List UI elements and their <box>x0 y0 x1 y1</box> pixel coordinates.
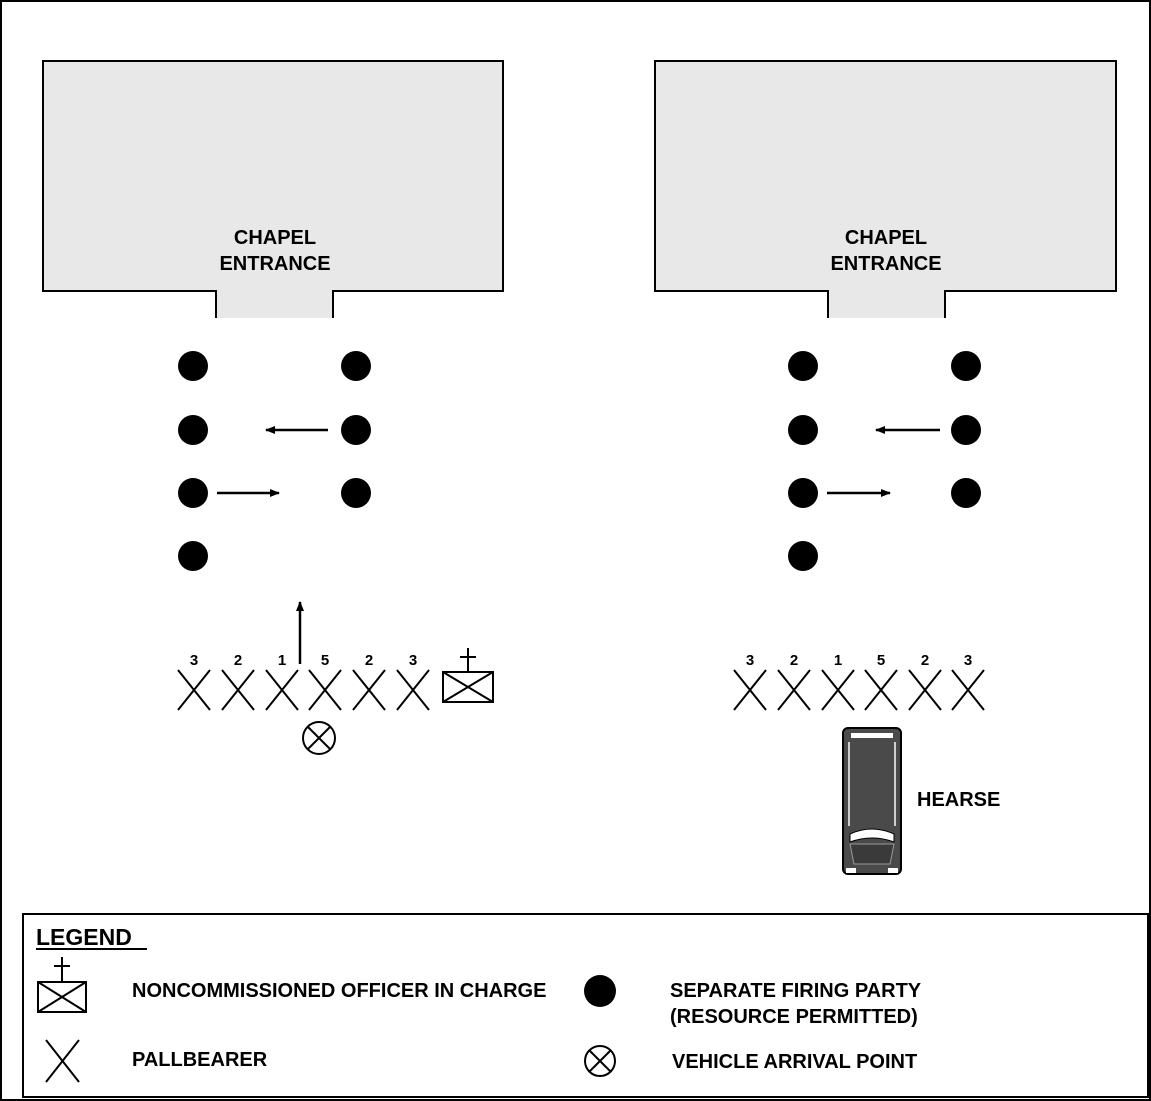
pallbearer-number: 3 <box>409 652 417 669</box>
firing-party-dot <box>951 415 981 445</box>
legend: LEGEND NONCOMMISSIONED OFFICER IN CHARGE… <box>22 913 1149 1098</box>
right-chapel-outline <box>654 60 1117 318</box>
vehicle-arrival-icon <box>584 1045 616 1077</box>
pallbearer-x-icon <box>821 669 855 711</box>
right-chapel-label-line1: CHAPEL <box>845 227 927 249</box>
noncommissioned-officer-icon <box>442 648 494 703</box>
pallbearer-number: 3 <box>190 652 198 669</box>
firing-party-dot <box>788 415 818 445</box>
pallbearer-x-icon <box>908 669 942 711</box>
pallbearer-number: 1 <box>278 652 286 669</box>
legend-label-firing-party-line1: SEPARATE FIRING PARTY <box>670 980 922 1002</box>
pallbearer-number: 3 <box>746 652 754 669</box>
legend-title: LEGEND <box>36 924 132 950</box>
left-chapel-label-line2: ENTRANCE <box>219 253 330 275</box>
left-chapel-outline <box>42 60 504 318</box>
firing-party-dot <box>788 541 818 571</box>
pallbearer-number: 3 <box>964 652 972 669</box>
hearse-icon <box>842 727 902 875</box>
pallbearer-x-icon <box>733 669 767 711</box>
right-panel: CHAPEL ENTRANCE 3 2 1 5 2 3 <box>654 60 1117 875</box>
firing-party-dot <box>178 351 208 381</box>
firing-party-dot <box>178 478 208 508</box>
pallbearer-x-icon <box>951 669 985 711</box>
right-chapel-building <box>655 61 1116 318</box>
pallbearer-number: 2 <box>921 652 929 669</box>
left-chapel-building <box>43 61 503 318</box>
legend-label-ncoic: NONCOMMISSIONED OFFICER IN CHARGE <box>132 980 546 1002</box>
left-panel: CHAPEL ENTRANCE 3 2 1 5 2 3 <box>42 60 504 755</box>
hearse-label: HEARSE <box>917 789 1000 811</box>
firing-party-dot <box>178 541 208 571</box>
firing-party-dot <box>341 478 371 508</box>
pallbearer-number: 5 <box>321 652 329 669</box>
legend-label-pallbearer: PALLBEARER <box>132 1049 268 1071</box>
right-chapel-label-line2: ENTRANCE <box>830 253 941 275</box>
pallbearer-number: 5 <box>877 652 885 669</box>
pallbearer-number: 2 <box>365 652 373 669</box>
pallbearer-x-icon <box>177 669 211 711</box>
pallbearer-x-icon <box>777 669 811 711</box>
pallbearer-x-icon <box>352 669 386 711</box>
firing-party-dot <box>341 415 371 445</box>
pallbearer-x-icon <box>308 669 342 711</box>
legend-label-vehicle-arrival: VEHICLE ARRIVAL POINT <box>672 1051 917 1073</box>
pallbearer-number: 2 <box>790 652 798 669</box>
firing-party-dot <box>951 478 981 508</box>
pallbearer-number: 2 <box>234 652 242 669</box>
legend-label-firing-party-line2: (RESOURCE PERMITTED) <box>670 1006 918 1028</box>
firing-party-dot <box>341 351 371 381</box>
pallbearer-x-icon <box>396 669 430 711</box>
firing-party-dot <box>788 351 818 381</box>
firing-party-dot-icon <box>584 975 616 1007</box>
noncommissioned-officer-icon <box>37 957 87 1013</box>
pallbearer-x-icon <box>265 669 299 711</box>
pallbearer-number: 1 <box>834 652 842 669</box>
firing-party-dot <box>951 351 981 381</box>
pallbearer-x-icon <box>864 669 898 711</box>
firing-party-dot <box>788 478 818 508</box>
left-chapel-label-line1: CHAPEL <box>234 227 316 249</box>
pallbearer-x-icon <box>221 669 255 711</box>
vehicle-arrival-icon <box>302 721 336 755</box>
pallbearer-x-icon <box>45 1039 80 1083</box>
firing-party-dot <box>178 415 208 445</box>
